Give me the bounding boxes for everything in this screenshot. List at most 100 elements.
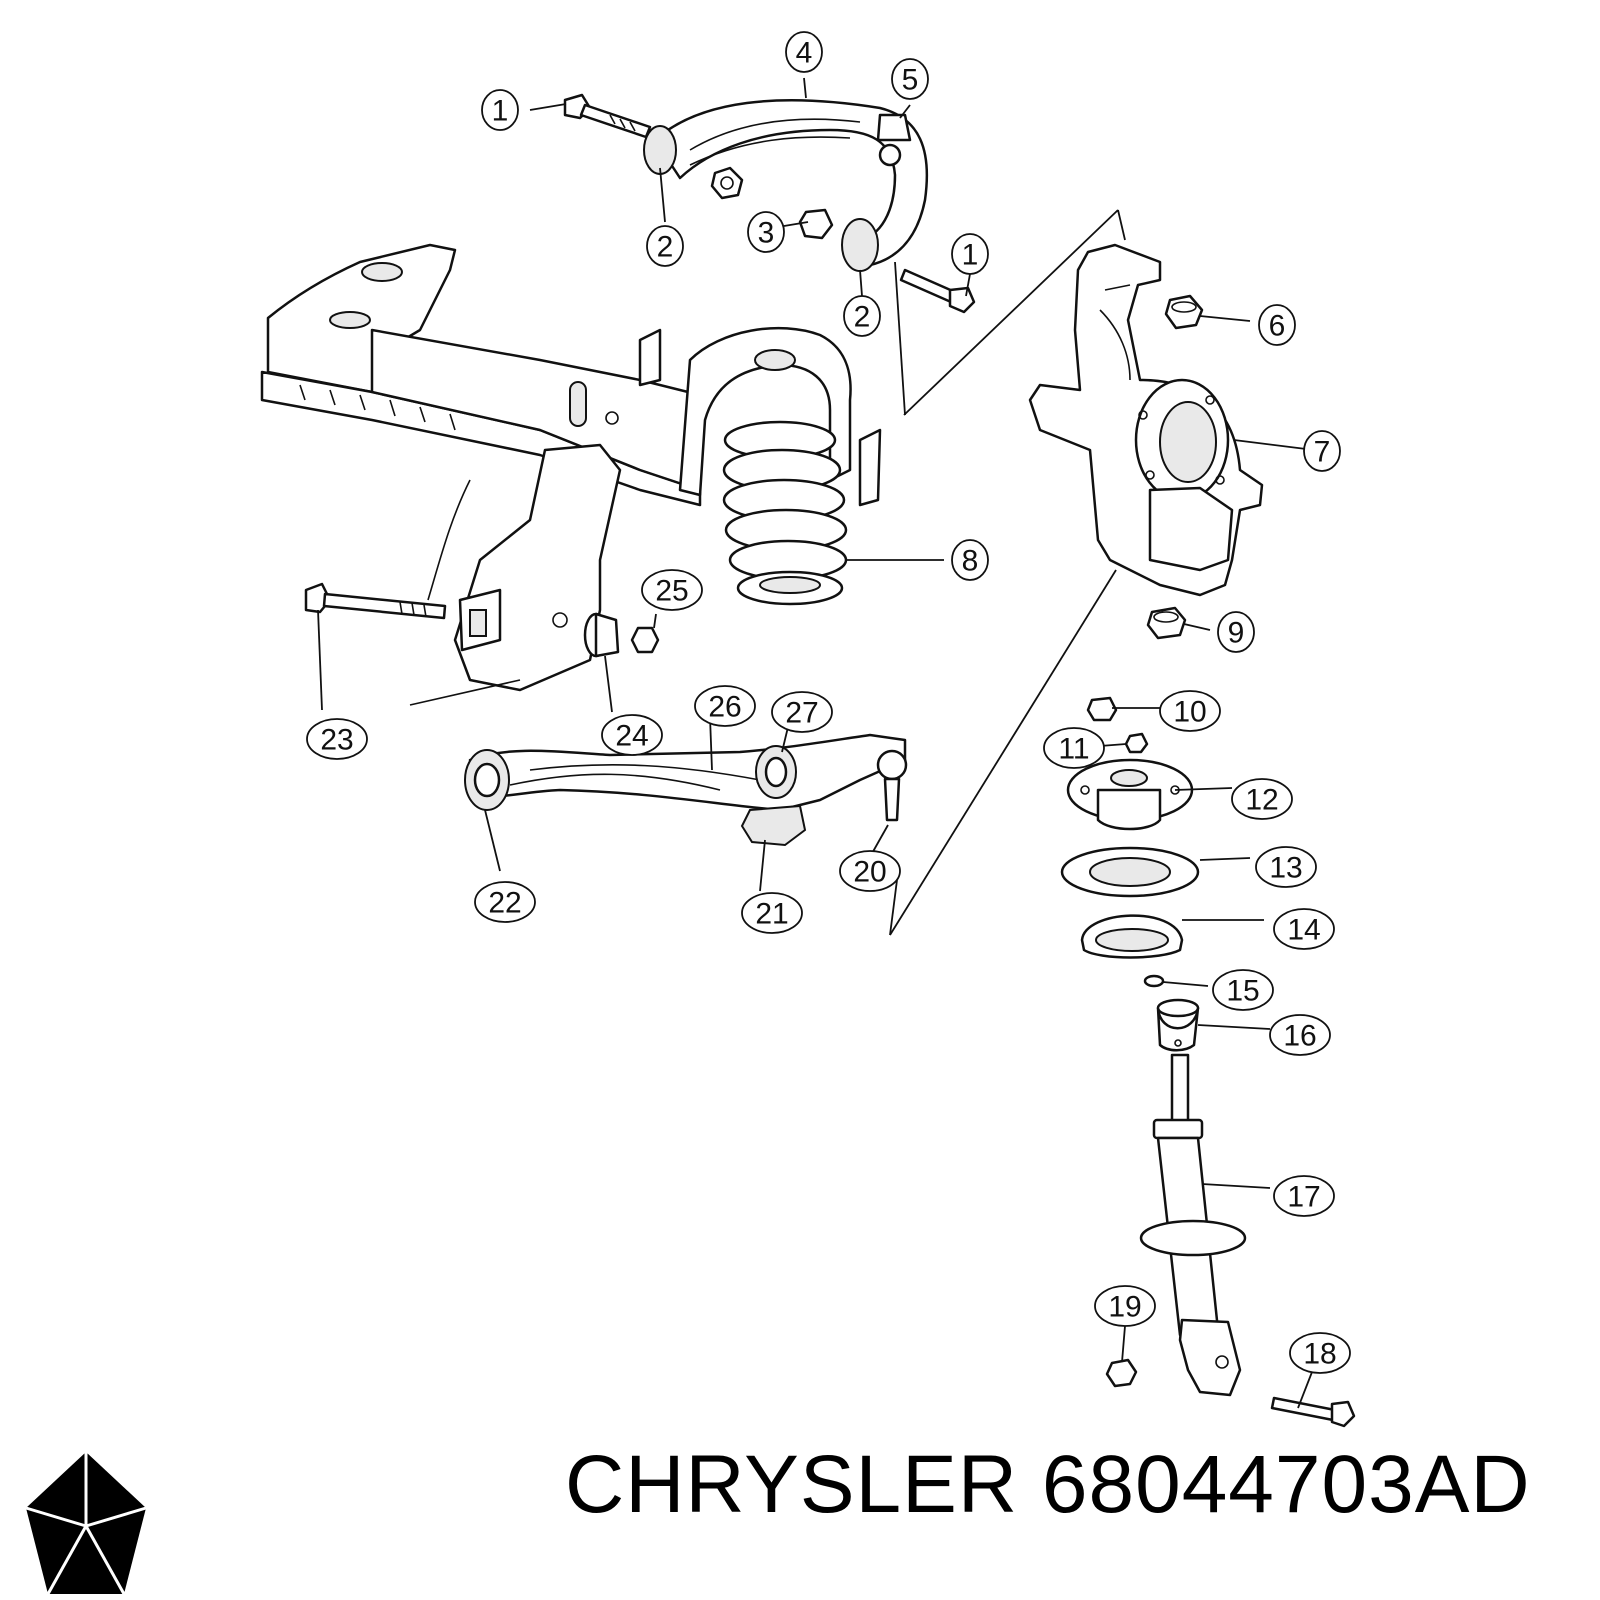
- callout-circle: [747, 211, 785, 253]
- callout-label: 13: [1269, 852, 1302, 885]
- callout-label: 23: [320, 724, 353, 757]
- callout-circle: [1231, 778, 1293, 820]
- callout-label: 12: [1245, 784, 1278, 817]
- callout-11-nut: 11: [1043, 727, 1105, 769]
- callout-circle: [951, 233, 989, 275]
- callout-12-strut-mount: 12: [1231, 778, 1293, 820]
- callout-label: 10: [1173, 696, 1206, 729]
- callout-circle: [306, 718, 368, 760]
- callout-circle: [891, 58, 929, 100]
- callout-circle: [771, 691, 833, 733]
- leader-lines: [317, 77, 1313, 1409]
- callout-label: 24: [615, 720, 648, 753]
- callout-circle: [694, 685, 756, 727]
- callout-circle: [1094, 1285, 1156, 1327]
- callout-5-ball-joint: 5: [891, 58, 929, 100]
- callout-label: 1: [492, 95, 509, 128]
- callout-label: 5: [902, 64, 919, 97]
- shock-absorber: [1139, 1053, 1247, 1397]
- callout-1-rear-bolt: 1: [951, 233, 989, 275]
- nut-11: [1124, 732, 1149, 754]
- callout-label: 2: [854, 301, 871, 334]
- callout-circle: [1273, 908, 1335, 950]
- callout-circle: [474, 881, 536, 923]
- callout-label: 20: [853, 856, 886, 889]
- upper-bolt-rear: [899, 268, 976, 314]
- callout-3-nut: 3: [747, 211, 785, 253]
- callout-27-bushing: 27: [771, 691, 833, 733]
- footer-title: CHRYSLER 68044703AD: [565, 1438, 1531, 1532]
- coil-spring: [722, 420, 848, 606]
- bolt-18: [1270, 1396, 1356, 1428]
- callout-8-coil-spring: 8: [951, 539, 989, 581]
- upper-bolt-front: [563, 93, 652, 139]
- callout-circle: [601, 714, 663, 756]
- callout-label: 17: [1287, 1181, 1320, 1214]
- callout-label: 15: [1226, 975, 1259, 1008]
- callout-circle: [951, 539, 989, 581]
- callout-circle: [1273, 1175, 1335, 1217]
- callout-circle: [1258, 304, 1296, 346]
- callout-label: 1: [962, 239, 979, 272]
- vehicle-frame: [260, 243, 882, 706]
- callout-circle: [843, 295, 881, 337]
- steering-knuckle: [1028, 243, 1264, 597]
- nut-9: [1146, 606, 1187, 640]
- callout-label: 6: [1269, 310, 1286, 343]
- isolator: [1060, 846, 1200, 898]
- callout-15-washer: 15: [1212, 969, 1274, 1011]
- callout-2-bushing-rear: 2: [843, 295, 881, 337]
- callout-23-bolt: 23: [306, 718, 368, 760]
- jounce-bumper: [1156, 998, 1200, 1052]
- part-number: 68044703AD: [1041, 1439, 1531, 1530]
- callout-21-bushing: 21: [741, 892, 803, 934]
- callout-16-jounce-bumper: 16: [1269, 1014, 1331, 1056]
- washer-24: [583, 612, 620, 658]
- callout-circle: [1255, 846, 1317, 888]
- callout-circle: [1043, 727, 1105, 769]
- callout-label: 4: [796, 37, 813, 70]
- callout-label: 26: [708, 691, 741, 724]
- callout-circle: [1159, 690, 1221, 732]
- callout-circle: [641, 569, 703, 611]
- washer-15: [1143, 974, 1165, 988]
- strut-mount: [1066, 758, 1194, 831]
- nut-19: [1105, 1358, 1138, 1388]
- callout-label: 19: [1108, 1291, 1141, 1324]
- callout-20-ball-joint: 20: [839, 850, 901, 892]
- callout-22-bushing: 22: [474, 881, 536, 923]
- callout-7-knuckle: 7: [1303, 430, 1341, 472]
- callout-label: 7: [1314, 436, 1331, 469]
- callout-label: 16: [1283, 1020, 1316, 1053]
- callout-label: 27: [785, 697, 818, 730]
- spring-seat: [1080, 914, 1184, 959]
- callout-circle: [646, 225, 684, 267]
- pentastar-logo-icon: [25, 1452, 147, 1595]
- callout-17-shock-absorber: 17: [1273, 1175, 1335, 1217]
- callout-1-upper-bolt: 1: [481, 89, 519, 131]
- callout-10-nut: 10: [1159, 690, 1221, 732]
- callout-19-nut: 19: [1094, 1285, 1156, 1327]
- callout-2-bushing-front: 2: [646, 225, 684, 267]
- callout-label: 22: [488, 887, 521, 920]
- nut-10: [1086, 696, 1118, 722]
- callout-label: 8: [962, 545, 979, 578]
- callout-18-bolt: 18: [1289, 1332, 1351, 1374]
- bolt-23: [304, 582, 447, 620]
- callout-circle: [741, 892, 803, 934]
- callout-label: 18: [1303, 1338, 1336, 1371]
- callout-circle: [1269, 1014, 1331, 1056]
- callout-circle: [1217, 611, 1255, 653]
- callout-9-nut: 9: [1217, 611, 1255, 653]
- callout-label: 11: [1058, 733, 1089, 766]
- lower-control-arm: [464, 733, 908, 847]
- callout-circle: [785, 31, 823, 73]
- callout-label: 2: [657, 231, 674, 264]
- callout-6-nut: 6: [1258, 304, 1296, 346]
- callout-24-washer: 24: [601, 714, 663, 756]
- nut-3: [710, 166, 834, 240]
- callout-circle: [1289, 1332, 1351, 1374]
- callout-26-lower-control-arm: 26: [694, 685, 756, 727]
- nut-25: [630, 626, 660, 654]
